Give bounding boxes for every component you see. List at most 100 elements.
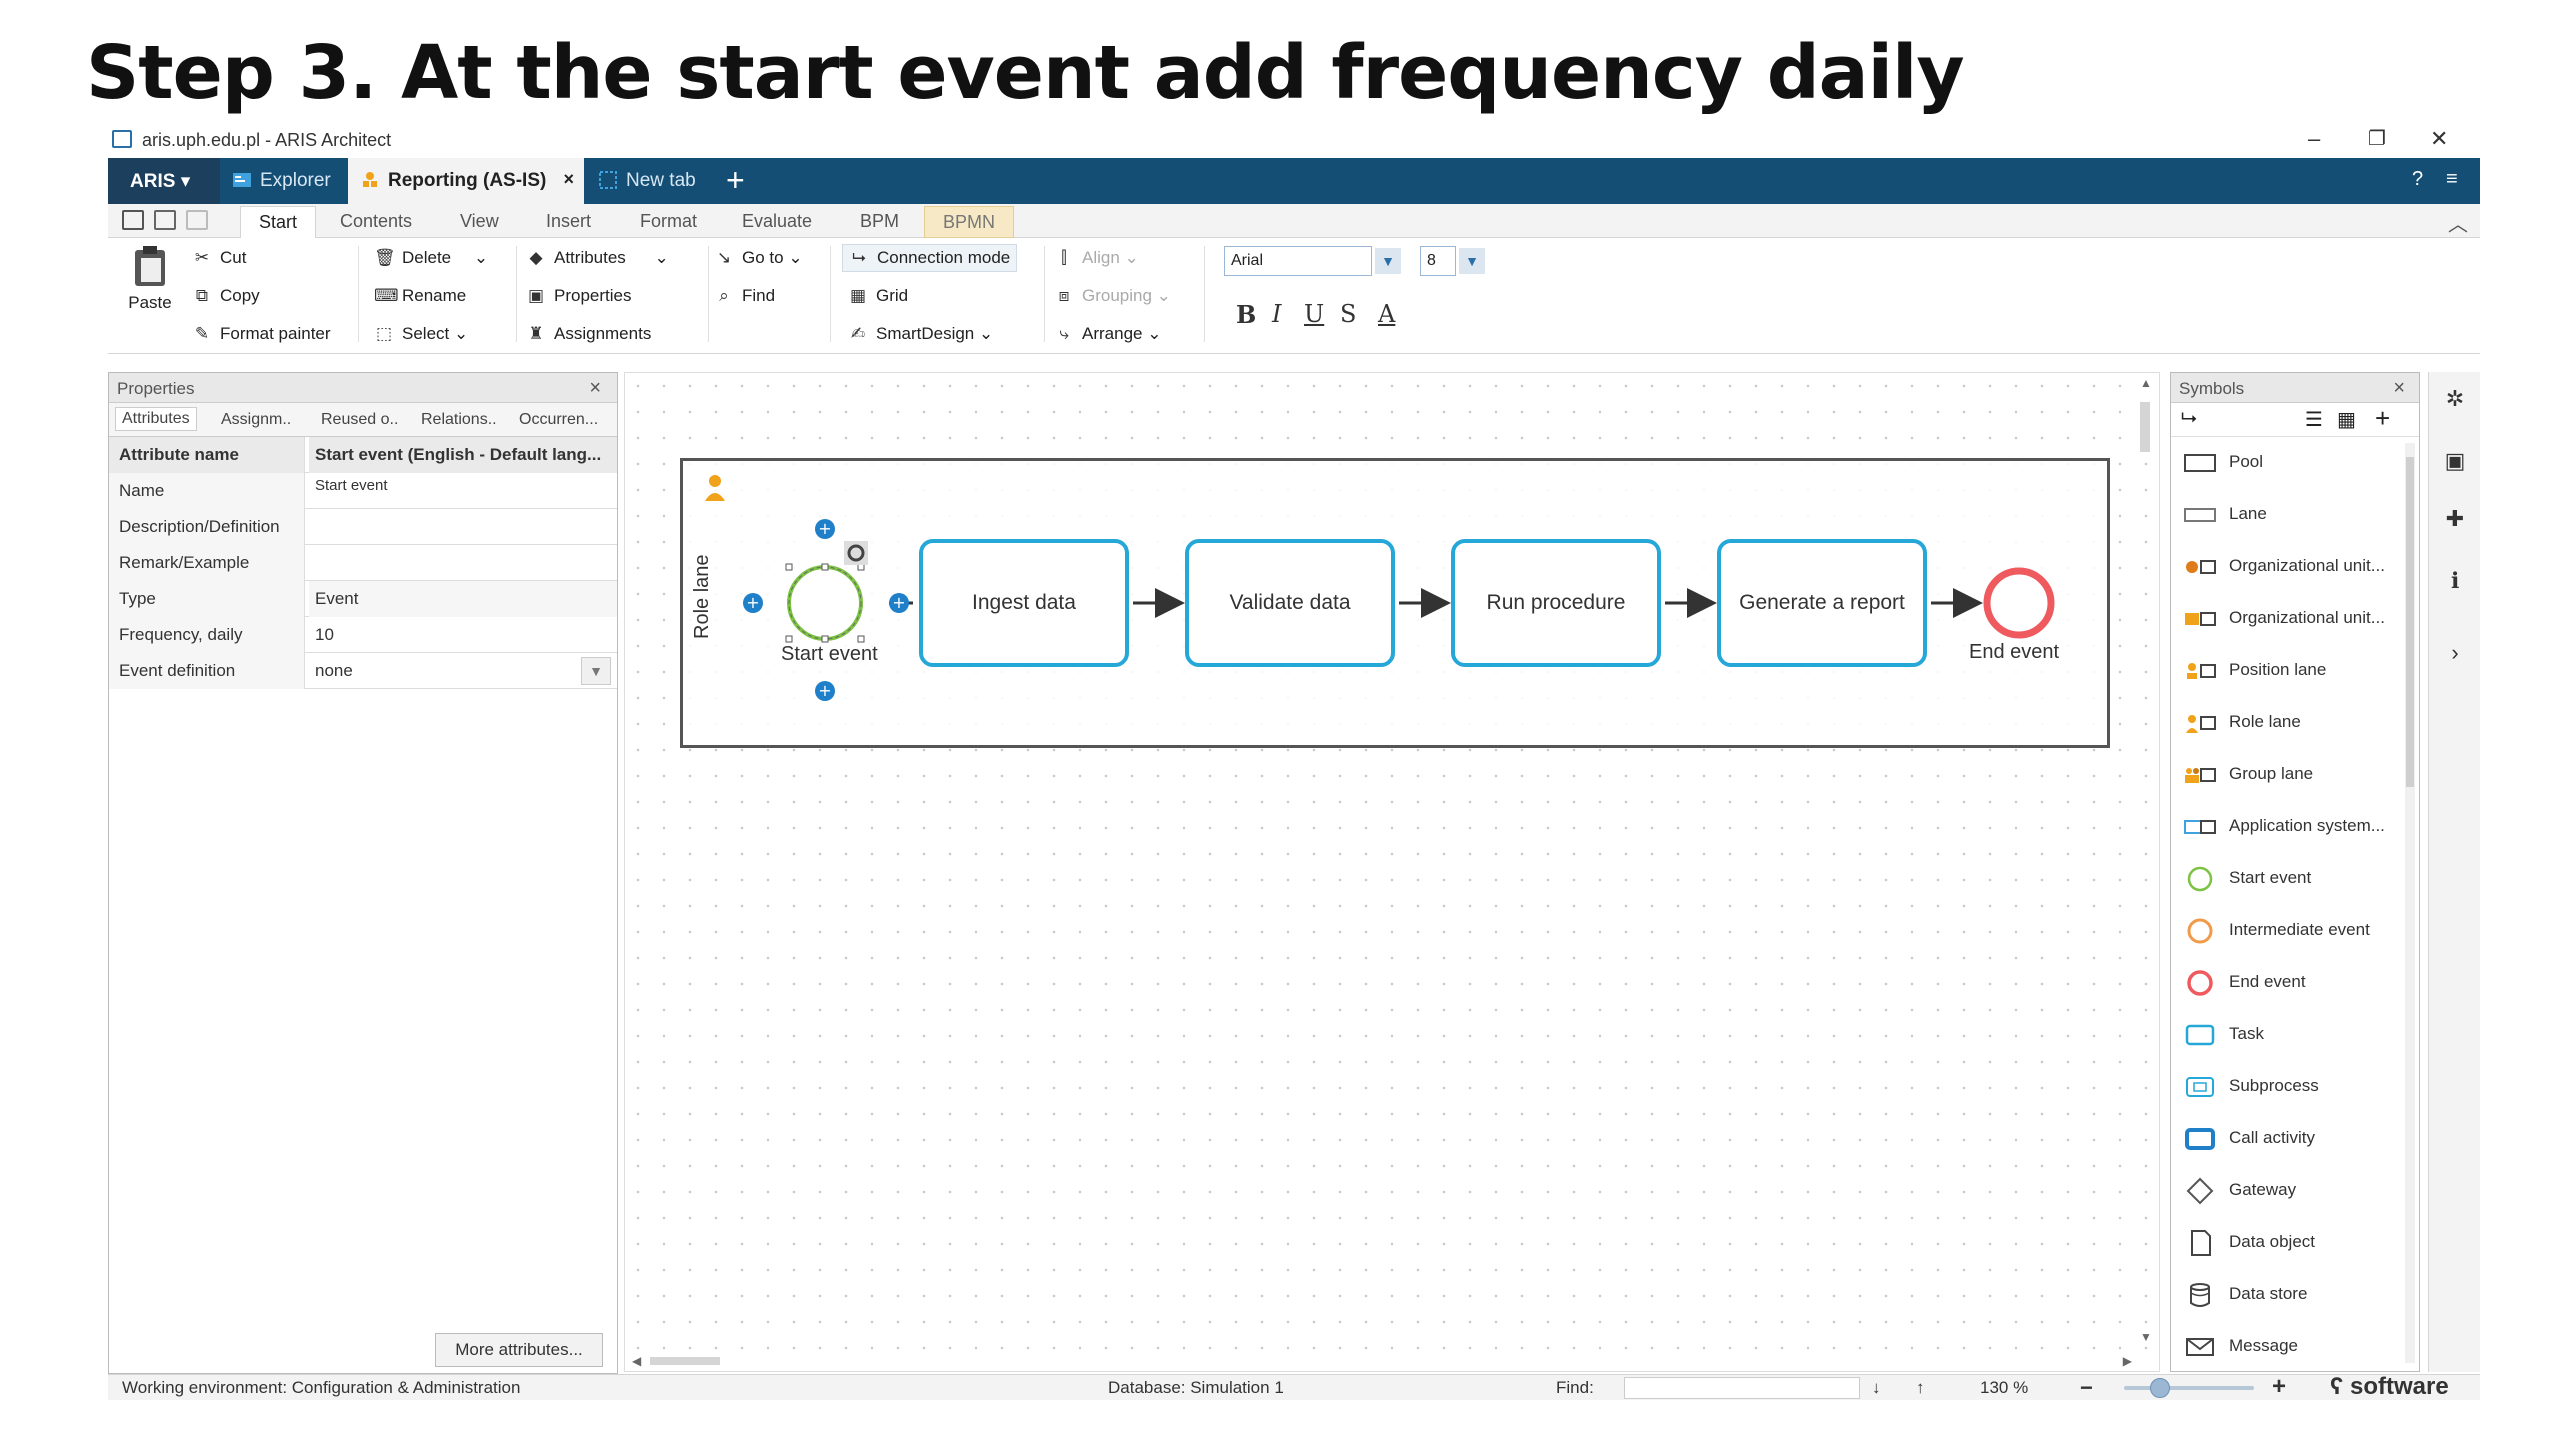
save-icon[interactable]: [122, 210, 144, 230]
goto-button[interactable]: ↘Go to ⌄: [714, 248, 803, 268]
symbol-data-store[interactable]: Data store: [2183, 1275, 2403, 1315]
collapse-ribbon-icon[interactable]: ︿: [2448, 214, 2468, 236]
undo-icon[interactable]: [154, 210, 176, 230]
font-color-button[interactable]: A: [1378, 300, 1396, 328]
format-painter-button[interactable]: ✎Format painter: [192, 324, 331, 344]
symbol-pool[interactable]: Pool: [2183, 443, 2403, 483]
add-tab-button[interactable]: +: [726, 162, 745, 198]
pool[interactable]: Role lane + + + + Start: [680, 458, 2110, 748]
cut-button[interactable]: ✂Cut: [192, 248, 247, 268]
scroll-thumb[interactable]: [2140, 402, 2150, 452]
aris-menu-button[interactable]: ARIS ▾: [108, 158, 220, 204]
start-event[interactable]: + + + +: [741, 511, 931, 701]
symbols-scrollbar[interactable]: [2405, 443, 2415, 1363]
symbol-call-activity[interactable]: Call activity: [2183, 1119, 2403, 1159]
properties-button[interactable]: ▣Properties: [527, 286, 632, 305]
chevron-down-icon[interactable]: ▼: [1375, 248, 1401, 274]
select-button[interactable]: ⬚Select ⌄: [375, 324, 469, 343]
minimize-button[interactable]: –: [2308, 126, 2321, 151]
symbol-data-object[interactable]: Data object: [2183, 1223, 2403, 1263]
symbol-org-unit-lane[interactable]: Organizational unit...: [2183, 547, 2403, 587]
symbol-application-system[interactable]: Application system...: [2183, 807, 2403, 847]
task-run-procedure[interactable]: Run procedure: [1451, 539, 1661, 667]
name-field[interactable]: Start event: [315, 477, 388, 494]
strikethrough-button[interactable]: S: [1340, 300, 1357, 328]
ribbon-tab-evaluate[interactable]: Evaluate: [742, 211, 813, 231]
tile-view-icon[interactable]: ▦: [2337, 409, 2356, 431]
find-previous-icon[interactable]: ↑: [1916, 1378, 1925, 1397]
zoom-in-button[interactable]: +: [2272, 1373, 2287, 1400]
smartdesign-button[interactable]: ✍SmartDesign ⌄: [848, 324, 993, 344]
ribbon-tab-start[interactable]: Start: [240, 206, 317, 239]
bold-button[interactable]: B: [1236, 300, 1257, 329]
symbol-lane[interactable]: Lane: [2183, 495, 2403, 535]
find-input[interactable]: [1624, 1377, 1860, 1399]
close-tab-icon[interactable]: ×: [563, 169, 574, 189]
symbol-end-event[interactable]: End event: [2183, 963, 2403, 1003]
attributes-button[interactable]: ◆Attributes ⌄: [526, 248, 668, 268]
align-button[interactable]: ⫿Align ⌄: [1054, 248, 1139, 268]
connection-mode-button[interactable]: ⮡Connection mode: [842, 244, 1018, 272]
close-icon[interactable]: ×: [589, 377, 601, 399]
end-event[interactable]: [1981, 565, 2057, 641]
font-family-select[interactable]: Arial▼: [1224, 246, 1401, 276]
tab-reporting-as-is[interactable]: Reporting (AS-IS) ×: [348, 158, 584, 204]
attribute-row-name[interactable]: Name Start event: [109, 473, 617, 509]
symbol-org-unit-lane-2[interactable]: Organizational unit...: [2183, 599, 2403, 639]
help-icon[interactable]: ?: [2412, 168, 2424, 190]
event-definition-select[interactable]: none: [315, 661, 353, 680]
symbol-position-lane[interactable]: Position lane: [2183, 651, 2403, 691]
chevron-down-icon[interactable]: ▼: [581, 657, 611, 685]
underline-button[interactable]: U: [1304, 300, 1325, 328]
task-validate-data[interactable]: Validate data: [1185, 539, 1395, 667]
ribbon-tab-insert[interactable]: Insert: [546, 211, 592, 231]
symbol-message[interactable]: Message: [2183, 1327, 2403, 1367]
chevron-down-icon[interactable]: ▼: [1459, 248, 1485, 274]
symbol-role-lane[interactable]: Role lane: [2183, 703, 2403, 743]
connection-tool-icon[interactable]: ⮡: [2181, 407, 2197, 429]
tab-explorer[interactable]: Explorer: [220, 158, 346, 204]
more-attributes-button[interactable]: More attributes...: [435, 1333, 603, 1367]
symbol-group-lane[interactable]: Group lane: [2183, 755, 2403, 795]
ribbon-tab-format[interactable]: Format: [640, 211, 698, 231]
tab-relationships[interactable]: Relations..: [421, 411, 497, 428]
find-next-icon[interactable]: ↓: [1872, 1378, 1881, 1397]
close-window-button[interactable]: ✕: [2430, 126, 2449, 151]
find-button[interactable]: ⌕Find: [714, 286, 775, 306]
attribute-row-frequency-daily[interactable]: Frequency, daily 10: [109, 617, 617, 653]
ribbon-tab-view[interactable]: View: [460, 211, 499, 231]
info-icon[interactable]: ℹ: [2450, 568, 2460, 593]
tab-assignments[interactable]: Assignm..: [221, 411, 292, 428]
paste-button[interactable]: Paste: [120, 244, 180, 313]
canvas-horizontal-scrollbar[interactable]: ◀ ▶: [632, 1354, 2132, 1368]
ribbon-tab-bpm[interactable]: BPM: [860, 211, 900, 231]
delete-button[interactable]: 🗑Delete ⌄: [374, 248, 489, 267]
scroll-thumb[interactable]: [650, 1357, 720, 1365]
symbol-intermediate-event[interactable]: Intermediate event: [2183, 911, 2403, 951]
tab-new-tab[interactable]: New tab: [586, 158, 716, 204]
description-field[interactable]: [309, 509, 617, 545]
hamburger-menu-icon[interactable]: ≡: [2446, 168, 2458, 190]
redo-icon[interactable]: [186, 210, 208, 230]
grouping-button[interactable]: ⧈Grouping ⌄: [1054, 286, 1171, 306]
task-generate-a-report[interactable]: Generate a report: [1717, 539, 1927, 667]
frequency-daily-field[interactable]: 10: [315, 625, 334, 644]
attribute-row-description[interactable]: Description/Definition: [109, 509, 617, 545]
puzzle-icon[interactable]: ✚: [2445, 506, 2465, 531]
add-symbol-icon[interactable]: +: [2375, 403, 2391, 433]
remark-field[interactable]: [309, 545, 617, 581]
arrange-button[interactable]: ⤷Arrange ⌄: [1054, 324, 1161, 344]
symbol-start-event[interactable]: Start event: [2183, 859, 2403, 899]
ribbon-tab-contents[interactable]: Contents: [340, 211, 413, 231]
settings-gear-icon[interactable]: ✲: [2445, 386, 2465, 411]
font-size-select[interactable]: 8▼: [1420, 246, 1485, 276]
chevron-right-icon[interactable]: ›: [2451, 640, 2459, 665]
tab-attributes[interactable]: Attributes: [115, 407, 197, 431]
rename-button[interactable]: ⌨Rename: [374, 286, 467, 305]
task-ingest-data[interactable]: Ingest data: [919, 539, 1129, 667]
symbol-gateway[interactable]: Gateway: [2183, 1171, 2403, 1211]
list-view-icon[interactable]: ☰: [2305, 409, 2323, 431]
symbols-view-icon[interactable]: ▣: [2444, 448, 2466, 473]
canvas-vertical-scrollbar[interactable]: ▲ ▼: [2138, 376, 2152, 1344]
zoom-out-button[interactable]: −: [2080, 1375, 2093, 1400]
